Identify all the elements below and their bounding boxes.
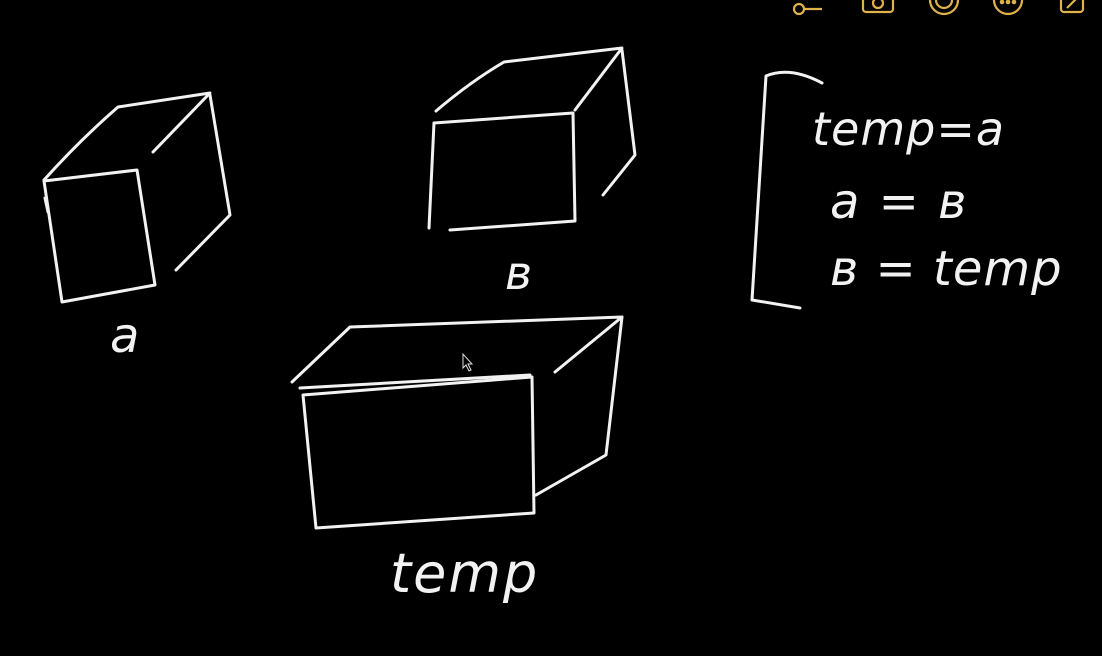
box-b-front-face [432,111,577,232]
box-a-top-face [42,91,212,182]
key-icon[interactable] [792,2,822,16]
box-a-side-edge [174,93,232,272]
label-temp: temp [390,542,539,605]
camera-icon[interactable] [861,0,895,14]
box-b-top-face [434,46,624,113]
code-line-3: в = temp [830,241,1063,297]
code-bracket [750,70,824,310]
box-temp-top-face [290,315,624,384]
more-icon[interactable] [992,0,1024,16]
box-a-stroke-mark [43,196,50,214]
toolbar [792,0,1085,16]
box-b [427,46,637,232]
box-a-front-face [42,168,157,304]
mouse-cursor-icon [462,352,474,372]
box-temp-top-left-edge [298,373,532,390]
box-b-front-left-edge [427,121,436,230]
box-temp-side-edge [534,315,624,497]
box-b-side-edge [601,48,637,197]
code-line-1: temp=a [812,102,1005,156]
code-line-2: a = в [830,174,968,230]
box-temp-front-face [301,375,536,530]
swap-code-block: temp=a a = в в = temp [750,70,1063,310]
expand-icon[interactable] [1059,0,1085,14]
label-b: в [505,246,532,300]
label-a: a [110,308,139,364]
box-temp [290,315,624,530]
box-a [42,91,232,304]
emoji-icon[interactable] [928,0,960,16]
